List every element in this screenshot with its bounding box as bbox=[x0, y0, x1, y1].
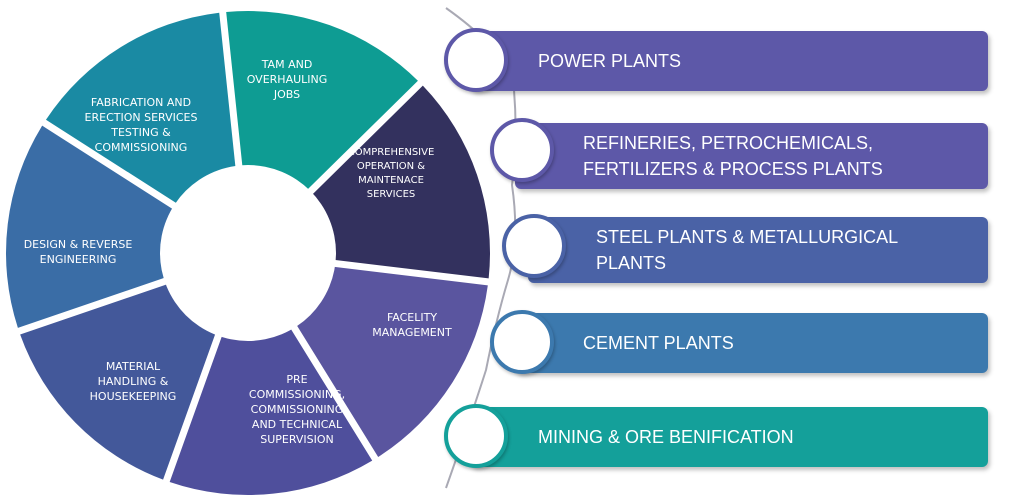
industry-label: REFINERIES, PETROCHEMICALS, FERTILIZERS … bbox=[583, 133, 883, 179]
industry-label: CEMENT PLANTS bbox=[583, 333, 734, 353]
wheel-segment-5 bbox=[5, 125, 186, 328]
wheel-segment-0 bbox=[226, 11, 418, 201]
industry-banner-mining: MINING & ORE BENIFICATION bbox=[470, 407, 988, 467]
wheel-segment-3 bbox=[169, 316, 373, 495]
wheel-segments bbox=[5, 11, 490, 495]
wheel-segment-4 bbox=[20, 279, 221, 480]
wheel-segment-1 bbox=[301, 85, 490, 279]
industry-label: STEEL PLANTS & METALLURGICAL PLANTS bbox=[596, 227, 899, 273]
industry-banner-power-plants: POWER PLANTS bbox=[470, 31, 988, 91]
wheel-hub bbox=[160, 165, 336, 341]
wheel-segment-6 bbox=[45, 12, 238, 212]
industry-banner-refineries: REFINERIES, PETROCHEMICALS, FERTILIZERS … bbox=[515, 123, 988, 189]
ring-marker bbox=[444, 28, 508, 92]
industry-label: POWER PLANTS bbox=[538, 51, 682, 71]
industry-label: MINING & ORE BENIFICATION bbox=[538, 427, 794, 447]
wheel-segment-2 bbox=[288, 265, 488, 458]
industry-banner-cement: CEMENT PLANTS bbox=[515, 313, 988, 373]
ring-marker bbox=[502, 214, 566, 278]
industry-banner-steel: STEEL PLANTS & METALLURGICAL PLANTS bbox=[528, 217, 988, 283]
ring-marker bbox=[490, 118, 554, 182]
ring-marker bbox=[490, 310, 554, 374]
ring-marker bbox=[444, 404, 508, 468]
